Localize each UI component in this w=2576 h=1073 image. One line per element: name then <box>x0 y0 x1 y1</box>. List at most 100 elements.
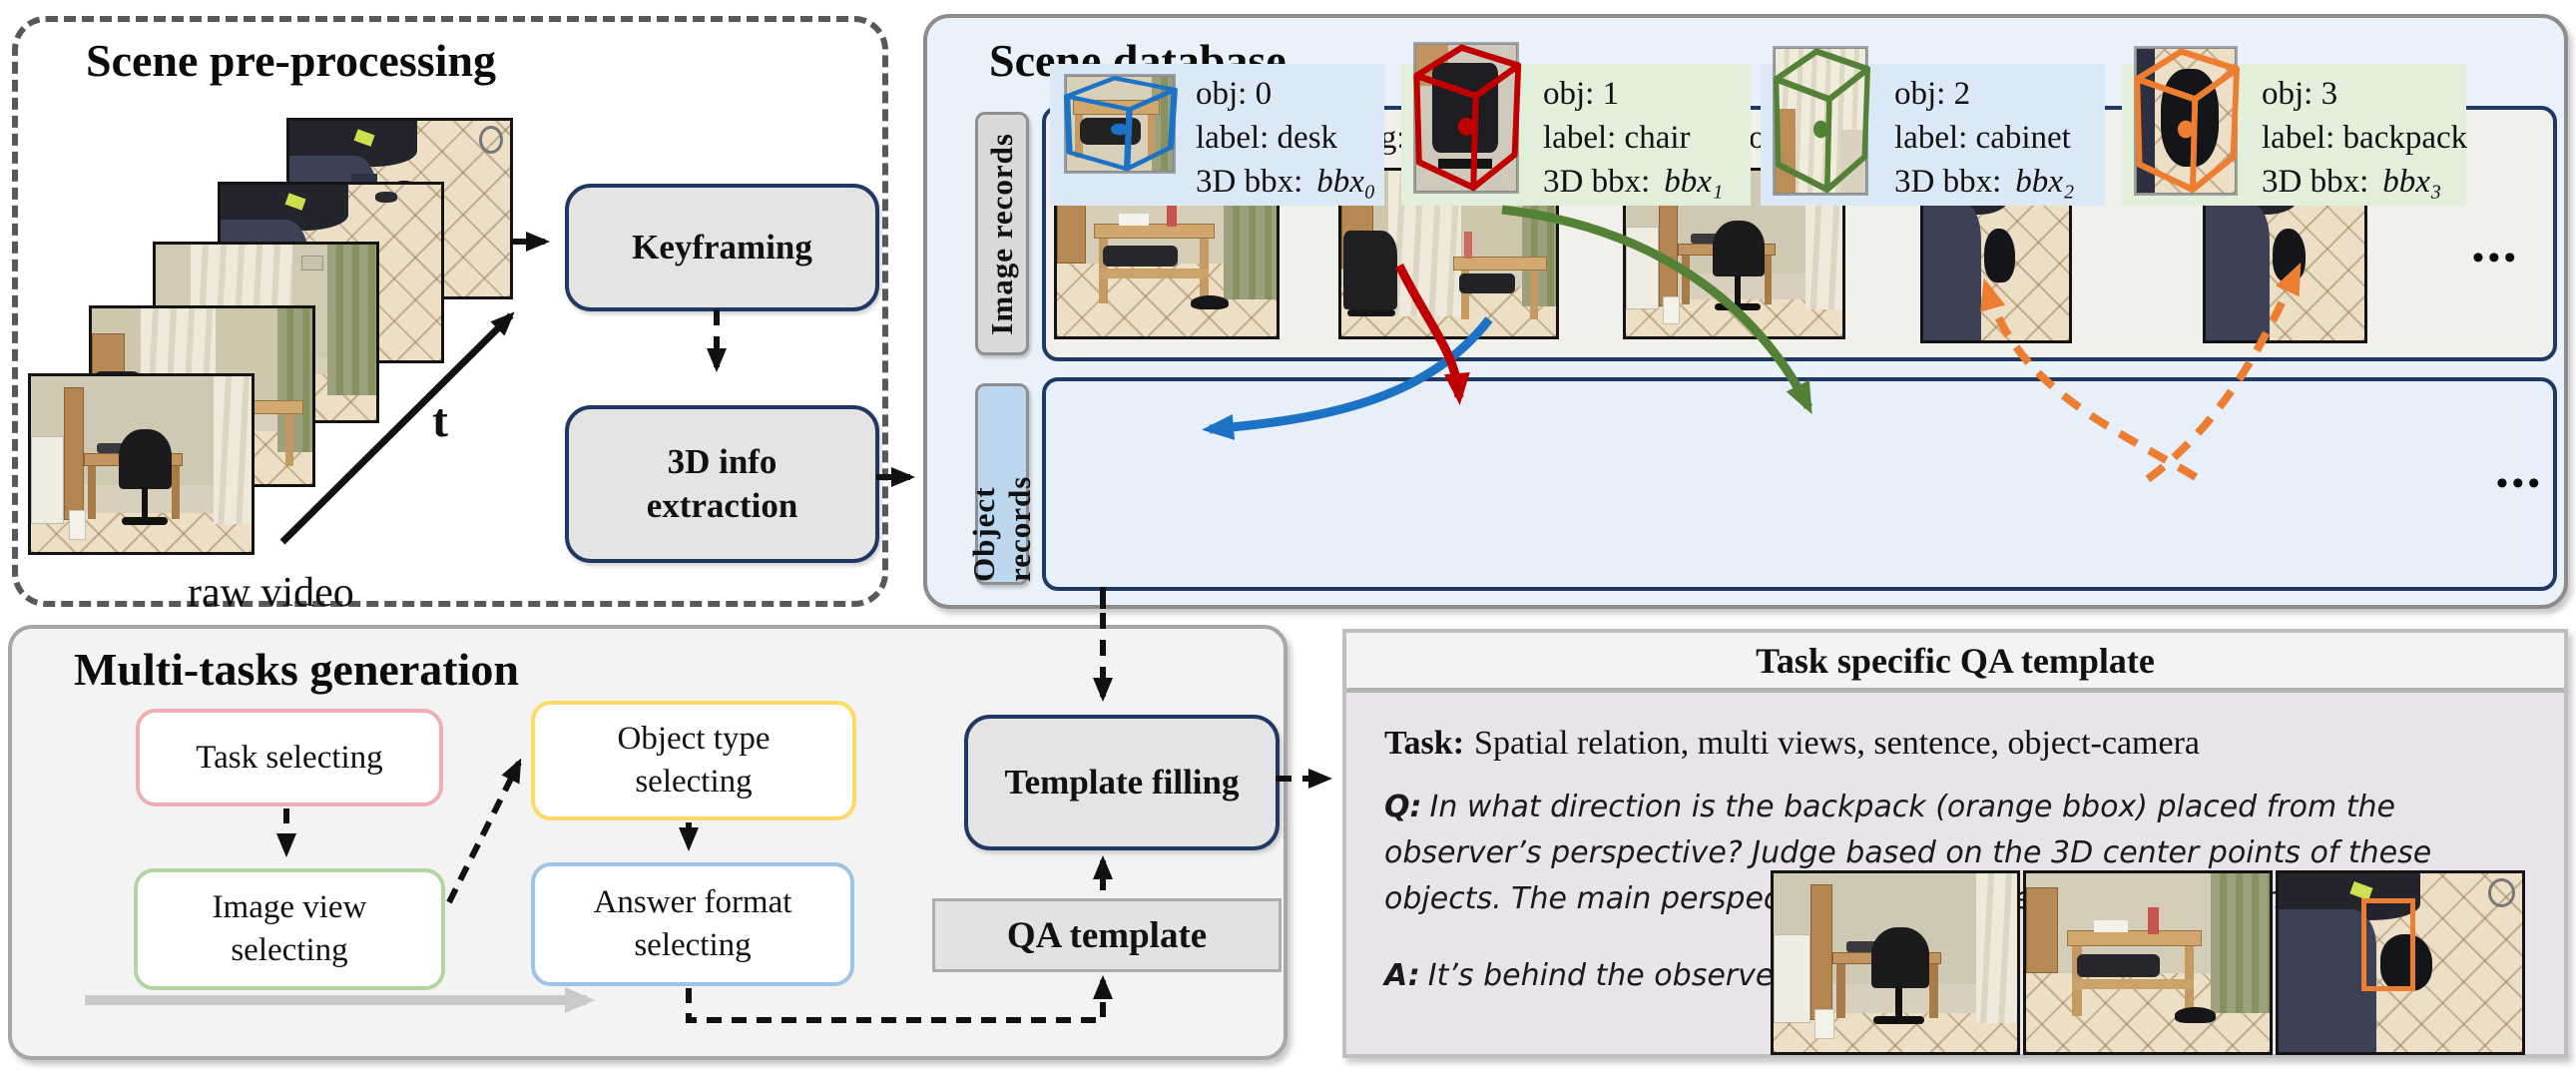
table-art <box>1461 269 1469 320</box>
chair-art <box>1438 158 1492 170</box>
stored-items-art <box>1459 272 1516 293</box>
preprocessing-title: Scene pre-processing <box>86 35 496 86</box>
raw-video-label: raw video <box>188 570 354 616</box>
white-curtain-art <box>1975 873 2017 1024</box>
book-art <box>1167 202 1177 228</box>
qa-panel-header: Task specific QA template <box>1346 633 2564 693</box>
table-art <box>1530 269 1538 320</box>
chair-art <box>121 516 169 525</box>
curtain-art <box>276 308 312 453</box>
qa-template-panel: Task specific QA template Task:Spatial r… <box>1342 629 2568 1058</box>
multitask-panel: Multi-tasks generation Task selecting Ob… <box>8 625 1288 1060</box>
backpack-art <box>2380 933 2432 992</box>
object-records-label: Object records <box>966 475 1037 582</box>
table-art <box>1094 224 1216 240</box>
template-filling-node: Template filling <box>964 715 1280 850</box>
object-record-card-0: obj: 0 label: desk 3D bbx:bbx₀ <box>1050 64 1384 206</box>
scene-preprocessing-panel: Scene pre-processing raw video t Keyfram… <box>12 16 888 616</box>
bbox-wireframe-icon <box>1773 48 1870 194</box>
object-label: label: desk <box>1196 120 1338 156</box>
object-thumb-desk <box>1064 74 1179 174</box>
backpack-art <box>2160 69 2220 168</box>
desk-art <box>1764 255 1773 305</box>
shoes-art <box>2174 1007 2217 1024</box>
table-art <box>1098 268 1209 278</box>
chair-art <box>1873 1016 1925 1025</box>
paper-art <box>2094 919 2129 933</box>
desk-art <box>172 465 181 519</box>
backpack-bbox-highlight <box>2360 898 2415 992</box>
shoes-art <box>1191 294 1229 310</box>
chair-art <box>141 486 149 519</box>
chair-art <box>1712 220 1765 277</box>
object-label: label: backpack <box>2262 120 2468 156</box>
object-thumb-chair <box>1413 42 1522 194</box>
qa-answer-text: A:It’s behind the observer. <box>1384 958 1794 993</box>
chair-art <box>119 428 173 489</box>
mirror-art <box>2487 878 2515 907</box>
couch-art <box>1923 205 1982 340</box>
bbox-wireframe-icon <box>2134 48 2240 194</box>
object-records-tab: Object records <box>966 383 1037 585</box>
object-record-text: obj: 0 label: desk 3D bbx:bbx₀ <box>1196 72 1375 204</box>
cabinet-art <box>2026 887 2058 974</box>
image-records-tab: Image records <box>975 112 1029 355</box>
object-record-card-1: obj: 1 label: chair 3D bbx:bbx₁ <box>1401 42 1751 206</box>
stored-items-art <box>1103 245 1178 268</box>
table-art <box>1452 257 1548 270</box>
curtain-art <box>2211 873 2270 1013</box>
desk-art <box>1836 964 1845 1018</box>
folder-art <box>1463 232 1473 259</box>
object-thumb-cabinet <box>1773 46 1870 196</box>
table-art <box>2072 978 2195 990</box>
chair-art <box>1347 309 1395 317</box>
qa-template-node: QA template <box>932 898 1282 972</box>
curtain-art <box>327 245 376 396</box>
object-bbx: 3D bbx:bbx₃ <box>2262 164 2442 200</box>
chair-art <box>1895 985 1903 1018</box>
backpack-art <box>1984 228 2015 283</box>
object-label: label: chair <box>1543 120 1691 156</box>
mirror-art <box>479 126 504 155</box>
object-bbx: 3D bbx:bbx₁ <box>1543 164 1724 200</box>
chair-art <box>1432 62 1498 154</box>
time-axis-label: t <box>432 394 448 447</box>
image-view-selecting-box: Image view selecting <box>134 868 445 990</box>
stored-items-art <box>2077 953 2161 977</box>
desk-art <box>1929 964 1938 1018</box>
bin-art <box>1662 296 1681 325</box>
table-art <box>1147 114 1155 158</box>
object-thumb-backpack <box>2134 46 2240 196</box>
task-selecting-box: Task selecting <box>136 709 443 806</box>
cabinet-art <box>1626 227 1659 310</box>
qa-photo-3 <box>2276 870 2525 1055</box>
qa-photo-2 <box>2023 870 2273 1055</box>
extraction-node: 3D info extraction <box>565 405 879 563</box>
bin-art <box>68 509 87 540</box>
vent-art <box>300 255 323 271</box>
object-id: obj: 3 <box>2262 76 2338 112</box>
table-art <box>2067 930 2202 947</box>
couch-art <box>2279 908 2376 1052</box>
multitask-title: Multi-tasks generation <box>74 644 519 695</box>
white-curtain-art <box>214 376 252 524</box>
object-type-selecting-box: Object type selecting <box>531 701 856 820</box>
table-art <box>1075 114 1083 158</box>
object-id: obj: 0 <box>1196 76 1273 112</box>
scene-database-panel: Scene database Image records img: 0, pos… <box>923 14 2568 609</box>
object-records-row <box>1042 377 2557 591</box>
object-record-text: obj: 3 label: backpack 3D bbx:bbx₃ <box>2262 72 2467 204</box>
object-record-text: obj: 1 label: chair 3D bbx:bbx₁ <box>1543 72 1723 204</box>
object-records-ellipsis: ••• <box>2496 465 2544 502</box>
bin-art <box>1814 1009 1834 1040</box>
chair-art <box>1870 926 1930 988</box>
object-record-text: obj: 2 label: cabinet 3D bbx:bbx₂ <box>1894 72 2074 204</box>
table-art <box>285 413 294 467</box>
qa-task-line: Task:Spatial relation, multi views, sent… <box>1384 725 2200 762</box>
chair-art <box>1734 274 1741 305</box>
image-records-label: Image records <box>984 132 1019 335</box>
cabinet-art <box>31 435 65 524</box>
bbox-wireframe-icon <box>1064 76 1179 172</box>
chair-art <box>1343 230 1397 310</box>
